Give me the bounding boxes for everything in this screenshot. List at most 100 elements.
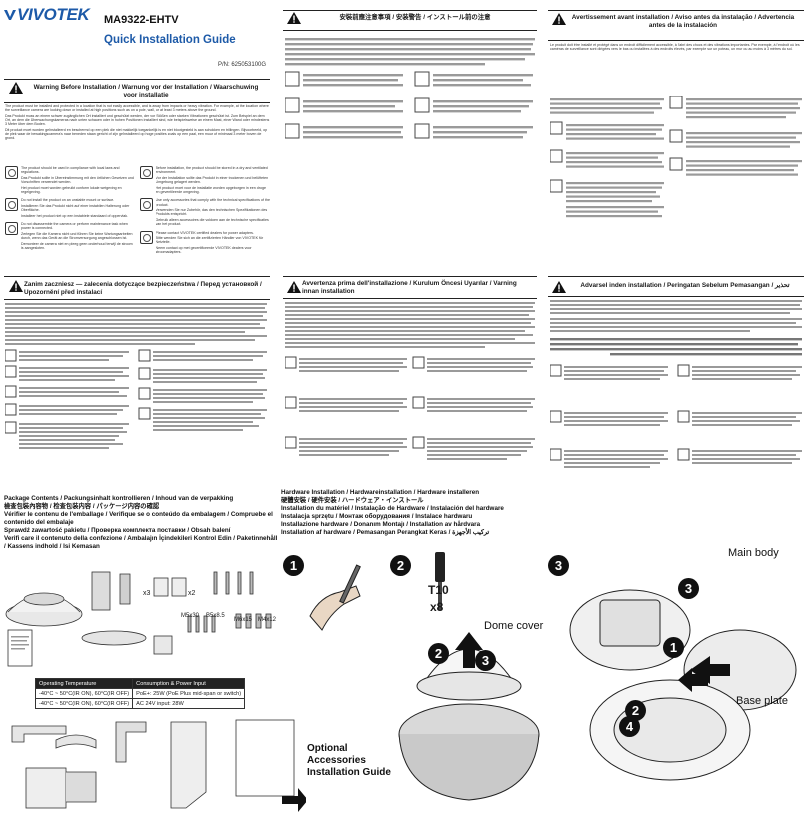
package-title-line: Sprawdź zawartość pakietu / Проверка ком… (4, 527, 231, 534)
package-title-line: Vérifier le contenu de l'emballage / Ver… (4, 511, 273, 526)
main-body-label: Main body (728, 547, 779, 559)
warning-item: Installieren Sie das Produkt nicht auf e… (21, 203, 130, 213)
warning-item: Het product moet worden gebruikt conform… (21, 185, 122, 194)
hardware-title-line: Instalacja sprzętu / Монтаж оборудования… (281, 513, 473, 520)
table-cell: AC 24V input: 28W (132, 698, 246, 709)
screws-icon (187, 571, 272, 633)
wall-mount-icon (25, 767, 67, 809)
warning-item: The product should be used in compliance… (21, 166, 120, 175)
hardware-title-line: 硬體安裝 / 硬件安装 / ハードウェア・インストール (281, 497, 424, 504)
cjk-text-block (284, 38, 535, 139)
table-row: -40°C ~ 50°C(IR ON), 60°C(IR OFF) AC 24V… (34, 698, 246, 709)
warning-title-fr: Avertissement avant installation / Aviso… (571, 14, 795, 29)
power-off-icon (5, 222, 18, 236)
divider (283, 10, 537, 11)
warning-item: Neem contact op met gecertificeerde VIVO… (155, 245, 252, 255)
wall-anchor-icon (153, 635, 173, 655)
divider (4, 79, 270, 80)
divider (4, 276, 270, 277)
screw-size-label: M4x12 (258, 617, 277, 623)
pen-icon (339, 564, 361, 604)
torx-qty: x8 (430, 600, 444, 614)
warning-item: Gebruik alleen accessoires die voldoen a… (155, 217, 269, 227)
warning-pl-placeholder-lines (4, 302, 270, 488)
vivotek-mark-icon (4, 10, 16, 20)
warning-icon (287, 281, 301, 293)
warning-intro-fr: Le produit doit être installé et protégé… (550, 43, 800, 52)
divider (283, 298, 537, 299)
part-number: P/N: 625053100G (218, 62, 267, 68)
step1-illustration (309, 564, 361, 631)
hardware-installation-title: Hardware Installation / Hardwareinstalla… (281, 489, 551, 537)
brand-logo (4, 8, 16, 26)
sub-step-number: 2 (625, 700, 646, 721)
table-header-cell: Operating Temperature (34, 678, 134, 689)
table-cell: PoE+: 25W (PoE Plus mid-span or switch) (132, 688, 246, 699)
divider (548, 296, 804, 297)
warning-title-en: Warning Before Installation / Warnung vo… (33, 84, 259, 99)
warning-intro-nl: Dit product moet worden geïnstalleerd en… (5, 127, 268, 141)
warning-item: Do not install the product on an unstabl… (21, 198, 115, 203)
warning-cjk-placeholder-lines (284, 36, 537, 236)
wall-plate-icon (170, 721, 207, 809)
dry-storage-icon (139, 166, 153, 179)
fr-text-block (549, 95, 802, 218)
dome-cover-label: Dome cover (484, 620, 544, 632)
divider (283, 30, 537, 31)
arrow-icon (282, 788, 306, 812)
warning-item: Please contact VIVOTEK certified dealers… (155, 230, 254, 235)
warning-fr-placeholder-lines (549, 95, 804, 256)
divider (4, 102, 270, 103)
warning-items-en: The product should be used in compliance… (5, 166, 270, 259)
warning-item: Zerlegen Sie die Kamera nicht und führen… (21, 231, 133, 241)
desiccant-icon (153, 577, 169, 597)
warning-icon (552, 281, 566, 293)
step3-assembly-illustration (569, 589, 797, 781)
unstable-mount-icon (5, 198, 18, 212)
hardware-title-line: Installazione hardware / Donanım Montajı… (281, 521, 481, 528)
qty-label: x2 (188, 590, 196, 597)
divider (4, 299, 270, 300)
cable-gland-icon (119, 573, 131, 605)
base-plate-icon (81, 630, 147, 646)
hardware-title-line: Installation af hardware / Pemasangan Pe… (281, 529, 490, 536)
package-contents-title: Package Contents / Packungsinhalt kontro… (4, 495, 279, 551)
step2-dome-illustration (398, 632, 540, 801)
adapter-icon (139, 230, 153, 244)
torx-label: T10 (428, 583, 449, 597)
package-title-line: 檢查包裝內容物 / 检查包装内容 / パッケージ内容の確認 (4, 503, 160, 510)
sub-step-number: 3 (475, 650, 496, 671)
warning-item: Use only accessories that comply with th… (155, 198, 270, 207)
warning-it-placeholder-lines (284, 301, 537, 481)
qty-label: x3 (143, 590, 151, 597)
optional-line: Accessories (307, 755, 366, 766)
divider (548, 10, 804, 11)
divider (548, 276, 804, 277)
ms-text-block (549, 300, 802, 468)
corner-mount-icon (115, 721, 147, 763)
optional-guide-label: Optional Accessories Installation Guide (307, 743, 391, 779)
optional-line: Installation Guide (307, 767, 391, 778)
warning-item: Before installation, the product should … (155, 166, 268, 175)
hardware-title-line: Hardware Installation / Hardwareinstalla… (281, 489, 480, 496)
hand-icon (309, 585, 361, 631)
sub-step-number: 1 (663, 637, 684, 658)
package-title-line: Package Contents / Packungsinhalt kontro… (4, 495, 234, 502)
table-header-cell: Consumption & Power Input (132, 678, 246, 689)
sub-step-number: 2 (428, 643, 449, 664)
specs-table: Operating Temperature Consumption & Powe… (34, 678, 246, 709)
warning-item: Verwenden Sie nur Zubehör, das den techn… (155, 208, 268, 217)
law-icon (5, 166, 18, 179)
warning-icon (9, 280, 23, 292)
hardware-title-line: Installation du matériel / Instalação de… (281, 505, 504, 512)
divider (283, 276, 537, 277)
warning-intro-en: The product must be installed and protec… (5, 104, 270, 164)
step-number: 2 (390, 555, 411, 576)
step-number: 1 (283, 555, 304, 576)
warning-item: Het product moet voor de installatie wor… (155, 185, 266, 194)
booklet-icon (235, 719, 295, 797)
torx-screwdriver-icon (435, 552, 445, 610)
warning-item: Installeer het product niet op een insta… (21, 213, 129, 218)
screw-size-label: M5x30 (181, 613, 200, 619)
warning-title-pl: Zanim zaczniesz — zalecenia dotyczące be… (24, 281, 262, 296)
